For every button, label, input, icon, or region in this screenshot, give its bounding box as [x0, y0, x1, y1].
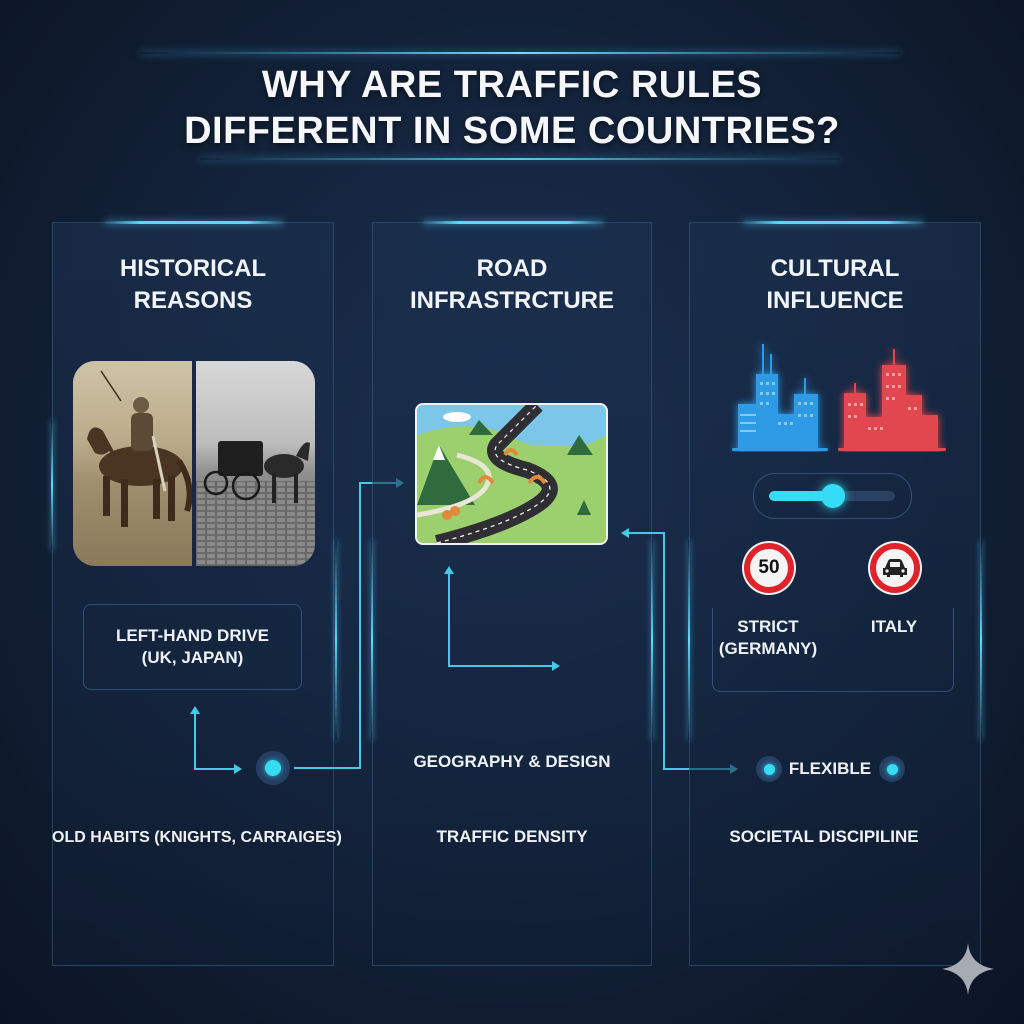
- car-icon: [883, 559, 907, 577]
- connector-vertical: [448, 572, 450, 666]
- carriage-photo: [196, 361, 315, 566]
- strict-germany-label: STRICT (GERMANY): [708, 616, 828, 660]
- city-skyline-red-icon: [838, 349, 946, 451]
- node-dot-core: [265, 760, 281, 776]
- winding-road-illustration: [417, 405, 606, 543]
- societal-discipline-label: SOCIETAL DISCIPILINE: [729, 827, 919, 846]
- box-line-2: (UK, JAPAN): [141, 648, 244, 667]
- panel-title: CULTURAL INFLUENCE: [690, 253, 980, 317]
- knight-on-horse-icon: [87, 370, 192, 527]
- sign-labels-box: [712, 608, 954, 692]
- speed-limit-text: 50: [758, 557, 780, 578]
- panel-edge-glow: [688, 540, 690, 740]
- arrow-right-icon: [552, 661, 560, 671]
- panel-title-line-2: REASONS: [133, 287, 253, 314]
- panel-edge-glow: [371, 540, 373, 740]
- connector-horizontal: [448, 665, 554, 667]
- arrow-right-icon: [234, 764, 242, 774]
- road-map-image: [415, 403, 608, 545]
- panel-cultural-influence: CULTURAL INFLUENCE: [689, 221, 981, 966]
- panel-title-line-1: ROAD: [476, 255, 548, 282]
- speed-limit-50-sign-icon: 50: [744, 543, 794, 593]
- traffic-density-label: TRAFFIC DENSITY: [436, 827, 588, 846]
- title-underline: [200, 158, 840, 160]
- panel-edge-glow: [651, 540, 653, 740]
- old-habits-label: OLD HABITS (KNIGHTS, CARRAIGES): [52, 829, 342, 846]
- connector-to-culture-top: [628, 532, 664, 534]
- city-skyline-blue-icon: [732, 344, 828, 451]
- box-line-1: LEFT-HAND DRIVE: [116, 626, 269, 645]
- panel-title-line-1: CULTURAL: [770, 255, 900, 282]
- panel-road-infrastructure: ROAD INFRASTRCTURE: [372, 221, 652, 966]
- panel-edge-glow: [335, 540, 337, 740]
- sparkle-icon: [942, 943, 994, 995]
- panel-edge-glow: [980, 540, 982, 740]
- panel-edge-glow: [51, 420, 53, 550]
- arrow-up-icon: [444, 566, 454, 574]
- panel-accent-line: [423, 221, 603, 224]
- germany-label: (GERMANY): [718, 639, 818, 658]
- page-title: WHY ARE TRAFFIC RULES DIFFERENT IN SOME …: [0, 62, 1024, 154]
- panel-accent-line: [743, 221, 923, 224]
- italy-label: ITALY: [870, 617, 918, 636]
- top-glow-line: [140, 52, 900, 54]
- panel-title-line-2: INFRASTRCTURE: [410, 287, 614, 314]
- panel-title-line-2: INFLUENCE: [766, 287, 904, 314]
- connector-to-road-vertical: [359, 482, 361, 769]
- connector-to-road: [294, 767, 360, 769]
- slider-thumb[interactable]: [821, 484, 845, 508]
- left-hand-drive-box: [83, 604, 302, 690]
- flexible-label: FLEXIBLE: [788, 759, 872, 778]
- slider-fill: [769, 491, 833, 501]
- panel-accent-line: [105, 221, 283, 224]
- flexible-dot-right-core: [887, 764, 898, 775]
- connector-horizontal: [194, 768, 238, 770]
- panel-historical-reasons: HISTORICAL REASONS: [52, 221, 334, 966]
- connector-to-culture-vertical: [663, 532, 665, 769]
- title-line-1: WHY ARE TRAFFIC RULES: [261, 64, 763, 106]
- panel-title-line-1: HISTORICAL: [119, 255, 267, 282]
- geography-design-label: GEOGRAPHY & DESIGN: [413, 752, 611, 771]
- arrow-left-icon: [621, 528, 629, 538]
- left-hand-drive-label: LEFT-HAND DRIVE (UK, JAPAN): [83, 625, 302, 669]
- knight-photo: [73, 361, 192, 566]
- horse-carriage-icon: [196, 441, 315, 566]
- title-line-2: DIFFERENT IN SOME COUNTRIES?: [184, 110, 840, 152]
- connector-vertical: [194, 712, 196, 770]
- arrow-up-icon: [190, 706, 200, 714]
- no-cars-sign-icon: [870, 543, 920, 593]
- flexible-dot-left-core: [764, 764, 775, 775]
- panel-title: ROAD INFRASTRCTURE: [373, 253, 651, 317]
- panel-title: HISTORICAL REASONS: [53, 253, 333, 317]
- strict-label: STRICT: [737, 617, 799, 636]
